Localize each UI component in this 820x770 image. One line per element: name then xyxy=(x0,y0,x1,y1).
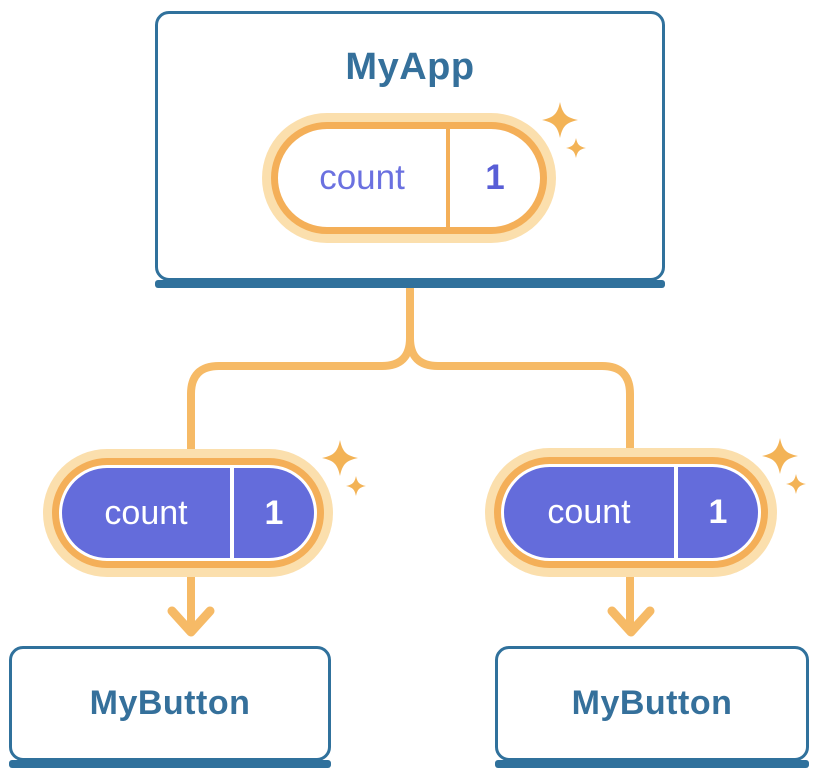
state-label: count xyxy=(319,158,405,197)
state-value: 1 xyxy=(485,158,505,197)
state-value: 1 xyxy=(264,493,284,532)
sparkle-icon xyxy=(542,102,586,158)
component-title: MyButton xyxy=(89,684,251,722)
state-label: count xyxy=(104,493,188,532)
state-value: 1 xyxy=(708,493,728,531)
arrow-down-icon xyxy=(607,606,655,637)
component-title: MyApp xyxy=(345,46,475,88)
pill-divider xyxy=(674,467,678,558)
sparkle-icon xyxy=(322,440,366,496)
arrow-down-icon xyxy=(167,606,215,637)
sparkle-icon xyxy=(762,438,806,494)
state-label: count xyxy=(547,493,631,531)
connector-branch-right xyxy=(406,284,634,629)
component-card-child-left: MyButton xyxy=(9,646,331,768)
pill-divider xyxy=(230,468,234,558)
state-pill-root: count 1 xyxy=(262,113,556,243)
pill-divider xyxy=(446,129,450,227)
state-pill-left: count 1 xyxy=(43,449,333,577)
state-pill-right: count 1 xyxy=(485,448,777,577)
component-card-child-right: MyButton xyxy=(495,646,809,768)
component-title: MyButton xyxy=(571,684,733,722)
